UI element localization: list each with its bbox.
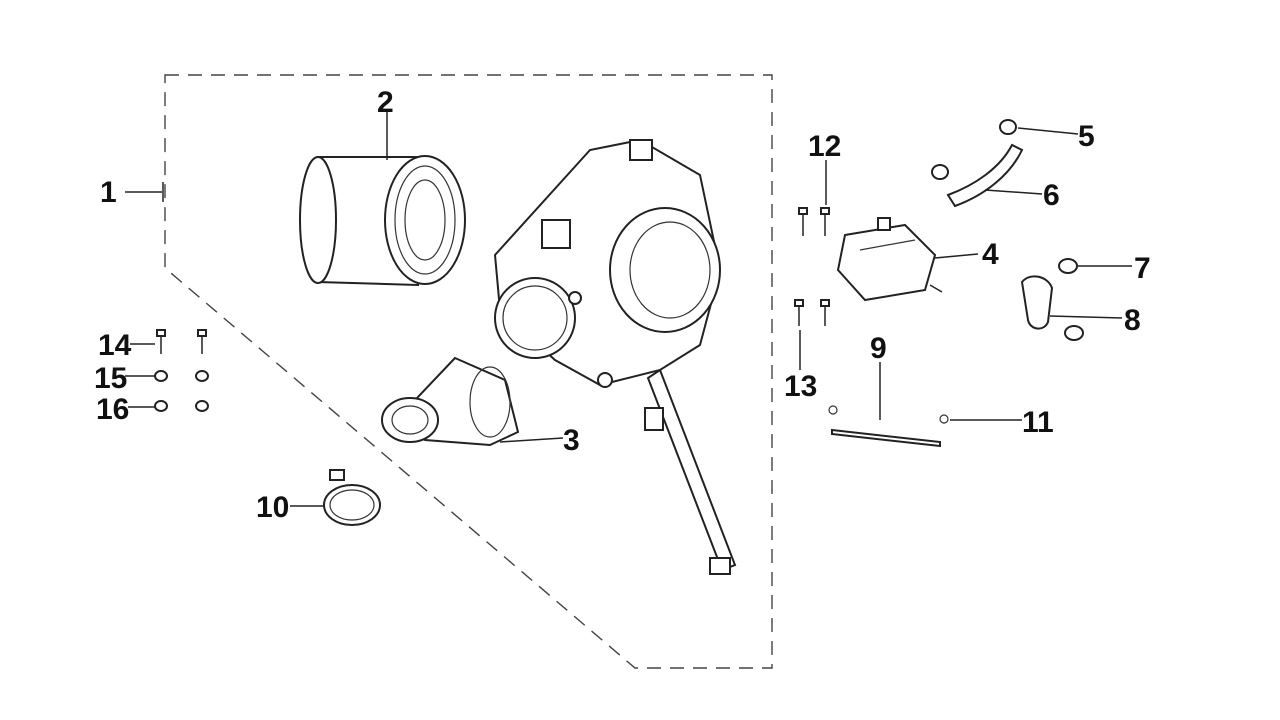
part-hose-6 <box>946 143 1024 208</box>
part-bolts-13 <box>794 299 830 326</box>
callout-6: 6 <box>1043 179 1060 212</box>
callout-2: 2 <box>377 86 394 119</box>
callout-11: 11 <box>1022 406 1054 439</box>
callout-10: 10 <box>256 491 289 524</box>
part-intake-boot <box>381 356 520 447</box>
part-nuts-16 <box>154 400 209 412</box>
part-air-box-housing <box>493 138 737 575</box>
callout-3: 3 <box>563 424 580 457</box>
part-hose-8 <box>1020 275 1054 330</box>
part-hose-clamp <box>323 469 381 526</box>
callout-12: 12 <box>808 130 841 163</box>
callout-14: 14 <box>98 329 132 362</box>
part-clip-7 <box>1058 258 1084 341</box>
part-bolts-12 <box>798 207 830 236</box>
part-washers-15 <box>154 370 209 382</box>
callout-4: 4 <box>982 238 999 271</box>
callout-7: 7 <box>1134 252 1151 285</box>
part-breather-box <box>836 217 943 302</box>
part-clip-11 <box>828 405 949 424</box>
part-tube-9 <box>831 428 941 448</box>
callout-13: 13 <box>784 370 817 403</box>
part-air-filter-element <box>299 155 466 287</box>
leader-lines <box>125 112 1132 507</box>
part-clip-5 <box>931 119 1017 180</box>
part-bolts-14 <box>156 329 207 354</box>
callout-1: 1 <box>100 176 117 209</box>
assembly-boundary <box>164 74 773 669</box>
callout-8: 8 <box>1124 304 1141 337</box>
callout-9: 9 <box>870 332 887 365</box>
callout-16: 16 <box>96 393 129 426</box>
callout-15: 15 <box>94 362 127 395</box>
callout-5: 5 <box>1078 120 1095 153</box>
